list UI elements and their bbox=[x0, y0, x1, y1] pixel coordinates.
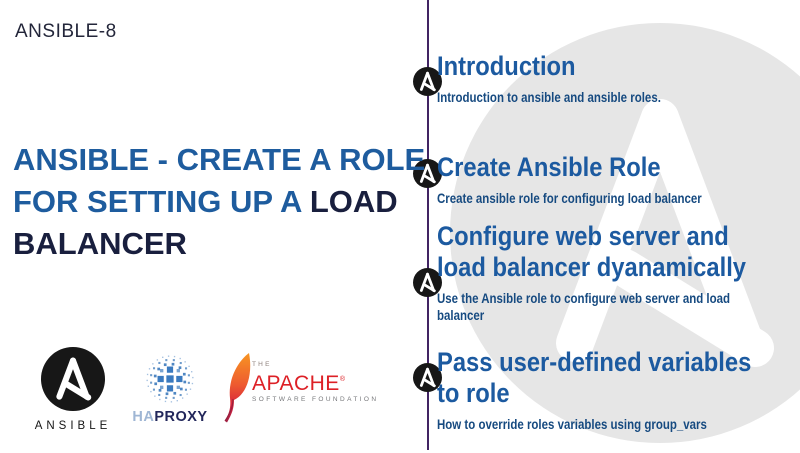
ansible-bullet-icon bbox=[413, 159, 442, 188]
ansible-logo-icon bbox=[41, 347, 105, 411]
title-line2-navy: LOAD bbox=[309, 184, 398, 219]
haproxy-caption-proxy: PROXY bbox=[154, 409, 208, 425]
apache-feather-icon bbox=[221, 350, 255, 424]
title-line1: ANSIBLE - CREATE A ROLE bbox=[13, 142, 426, 177]
apache-the-label: THE bbox=[252, 361, 272, 368]
title-line3: BALANCER bbox=[13, 226, 187, 261]
ansible-bullet-icon bbox=[413, 67, 442, 96]
toc-item-title: Introduction bbox=[437, 51, 576, 81]
haproxy-logo-icon bbox=[144, 353, 196, 405]
toc-item-description: Introduction to ansible and ansible role… bbox=[437, 89, 661, 105]
haproxy-caption-ha: HA bbox=[132, 409, 155, 425]
haproxy-logo-caption: HAPROXY bbox=[118, 409, 222, 425]
ansible-bullet-icon bbox=[413, 268, 442, 297]
toc-item-title: Pass user-defined variables to role bbox=[437, 347, 752, 408]
toc-item-description: Use the Ansible role to configure web se… bbox=[437, 290, 731, 323]
toc-item-title: Configure web server and load balancer d… bbox=[437, 221, 747, 282]
toc-item-title: Create Ansible Role bbox=[437, 152, 661, 182]
ansible-logo-caption: ANSIBLE bbox=[34, 420, 112, 432]
registered-mark: ® bbox=[339, 376, 346, 383]
page-label: ANSIBLE-8 bbox=[15, 21, 117, 42]
toc-item-introduction: Introduction Introduction to ansible and… bbox=[437, 51, 800, 106]
toc-item-description: Create ansible role for configuring load… bbox=[437, 190, 702, 206]
page-title: ANSIBLE - CREATE A ROLE FOR SETTING UP A… bbox=[13, 139, 443, 265]
timeline-line bbox=[427, 0, 429, 450]
toc-item-user-defined-variables: Pass user-defined variables to role How … bbox=[437, 347, 800, 433]
apache-subtitle-label: SOFTWARE FOUNDATION bbox=[252, 396, 379, 403]
ansible-watermark-icon bbox=[445, 18, 800, 448]
toc-item-configure-dynamically: Configure web server and load balancer d… bbox=[437, 221, 800, 324]
ansible-bullet-icon bbox=[413, 363, 442, 392]
toc-item-create-role: Create Ansible Role Create ansible role … bbox=[437, 152, 800, 207]
title-line2-blue: FOR SETTING UP A bbox=[13, 184, 310, 219]
apache-name-label: APACHE® bbox=[252, 372, 346, 395]
toc-item-description: How to override roles variables using gr… bbox=[437, 416, 707, 432]
apache-logo-text: THE APACHE® SOFTWARE FOUNDATION bbox=[252, 361, 379, 403]
